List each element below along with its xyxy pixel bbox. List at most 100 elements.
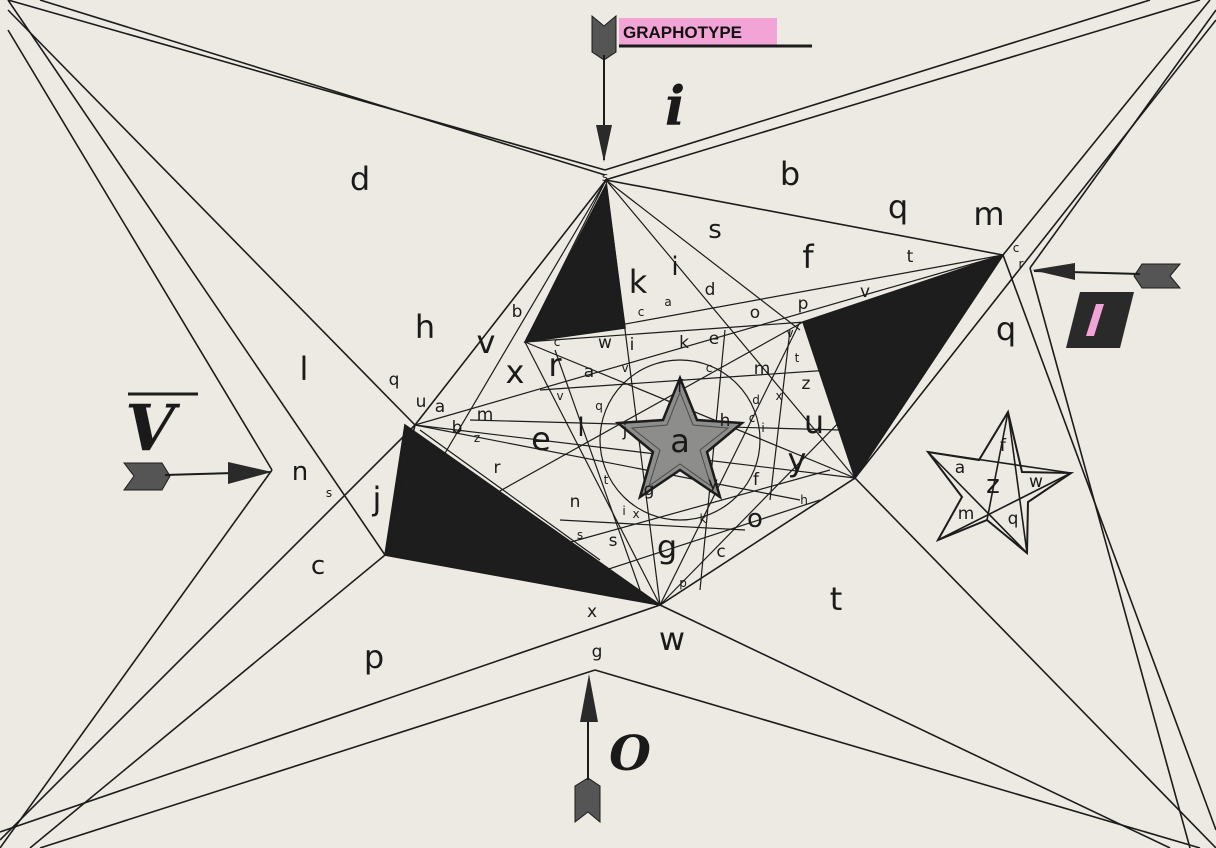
inner-letter: s [708,215,722,245]
inner-letter: k [679,333,689,353]
outer-letter: p [364,638,384,676]
inner-letter: k [629,263,648,301]
inner-letter: a [435,397,445,417]
inner-letter: y [708,474,718,494]
inner-letter: n [570,492,581,512]
outer-letter: c [311,551,325,581]
inner-letter: z [474,431,480,445]
inner-letter: i [630,335,635,355]
inner-letter: u [416,392,427,412]
center-star: a [614,374,746,500]
inner-letter: q [595,399,603,413]
title-block: GRAPHOTYPE [619,18,812,48]
inner-letter: r [494,458,501,478]
inner-letter: c [1013,241,1020,255]
bottom-direction-letter: O [609,726,651,782]
outer-letter: m [973,195,1004,233]
inner-letter: f [753,470,760,490]
inner-letter: v [477,323,496,361]
left-arrow [122,462,272,491]
inner-letter: v [786,326,793,340]
inner-letter: u [804,403,824,441]
inner-letter: g [592,642,603,662]
inner-letter: f [802,238,814,276]
inner-letter: d [705,280,716,300]
inner-letter: h [800,493,808,507]
inner-letter: v [556,389,563,403]
small-star-bottom-right: q [1008,509,1019,529]
inner-letter: s [326,486,332,500]
inner-letter: b [452,418,463,438]
inner-letter: q [389,370,400,390]
star-center-letter: a [670,422,690,460]
inner-letter: e [531,420,551,458]
inner-letter: l [577,413,584,443]
title: GRAPHOTYPE [623,23,742,42]
inner-letter: x [587,602,597,622]
inner-letter: c [749,411,756,425]
inner-letter: c [716,542,725,562]
inner-letter: f [677,377,684,397]
outer-letter: q [996,310,1016,348]
inner-letter: i [622,504,625,518]
small-star-right: w [1029,472,1043,492]
inner-letter: o [750,303,760,323]
outer-letter: h [415,308,435,346]
inner-letter: j [622,421,628,441]
inner-letter: z [802,374,811,394]
inner-letter: t [604,473,609,487]
inner-letter: x [775,389,782,403]
inner-letter: t [795,351,800,365]
bottom-arrow [574,674,601,824]
inner-letter: y [788,441,807,479]
inner-letter: m [754,359,771,379]
inner-letter: p [798,294,809,314]
outer-letter: d [350,160,370,198]
inner-letter: e [709,329,719,349]
outer-letter: l [300,350,309,388]
inner-letter: x [632,507,639,521]
inner-letter: r [548,346,562,384]
top-arrow [591,14,617,162]
right-direction-letter: B [1099,344,1101,346]
inner-letter: g [644,480,655,500]
inner-letter: p [679,576,687,590]
inner-letter: w [598,333,612,353]
inner-letter: d [752,393,760,407]
small-star-bottom-left: m [958,504,975,524]
inner-letter: t [907,247,914,267]
inner-letter: m [477,405,494,425]
inner-letter: r [1019,257,1024,271]
inner-letter: a [664,295,671,309]
inner-letter: h [720,411,731,431]
inner-letter: c [706,361,713,375]
inner-letter: v [860,282,870,302]
right-direction-box: B [1066,292,1134,348]
small-star-top: f [1000,436,1007,456]
inner-letter: a [584,362,594,382]
inner-letter: c [554,335,561,349]
inner-letter: i [761,421,764,435]
inner-letter: s [602,170,608,184]
inner-letter: s [577,528,583,542]
inner-letter: b [512,302,523,322]
left-direction-letter: V [125,391,181,466]
inner-letter: s [609,531,618,551]
right-arrow [1032,263,1182,289]
small-star: z f a w m q [925,409,1075,556]
inner-letter: i [671,252,678,282]
small-star-left: a [955,458,965,478]
inner-letter: o [747,504,763,534]
outer-letter: t [830,580,843,618]
outer-letter: n [292,457,308,487]
outer-letter: q [888,188,908,226]
inner-letter: v [621,361,628,375]
inner-letter: c [638,305,645,319]
inner-letter: x [506,353,525,391]
inner-letter: g [657,528,677,566]
inner-letters: s f t v k i d o p a b v x r w i k e m z … [326,170,1024,662]
inner-web [384,179,1005,606]
small-star-center: z [986,470,1000,500]
